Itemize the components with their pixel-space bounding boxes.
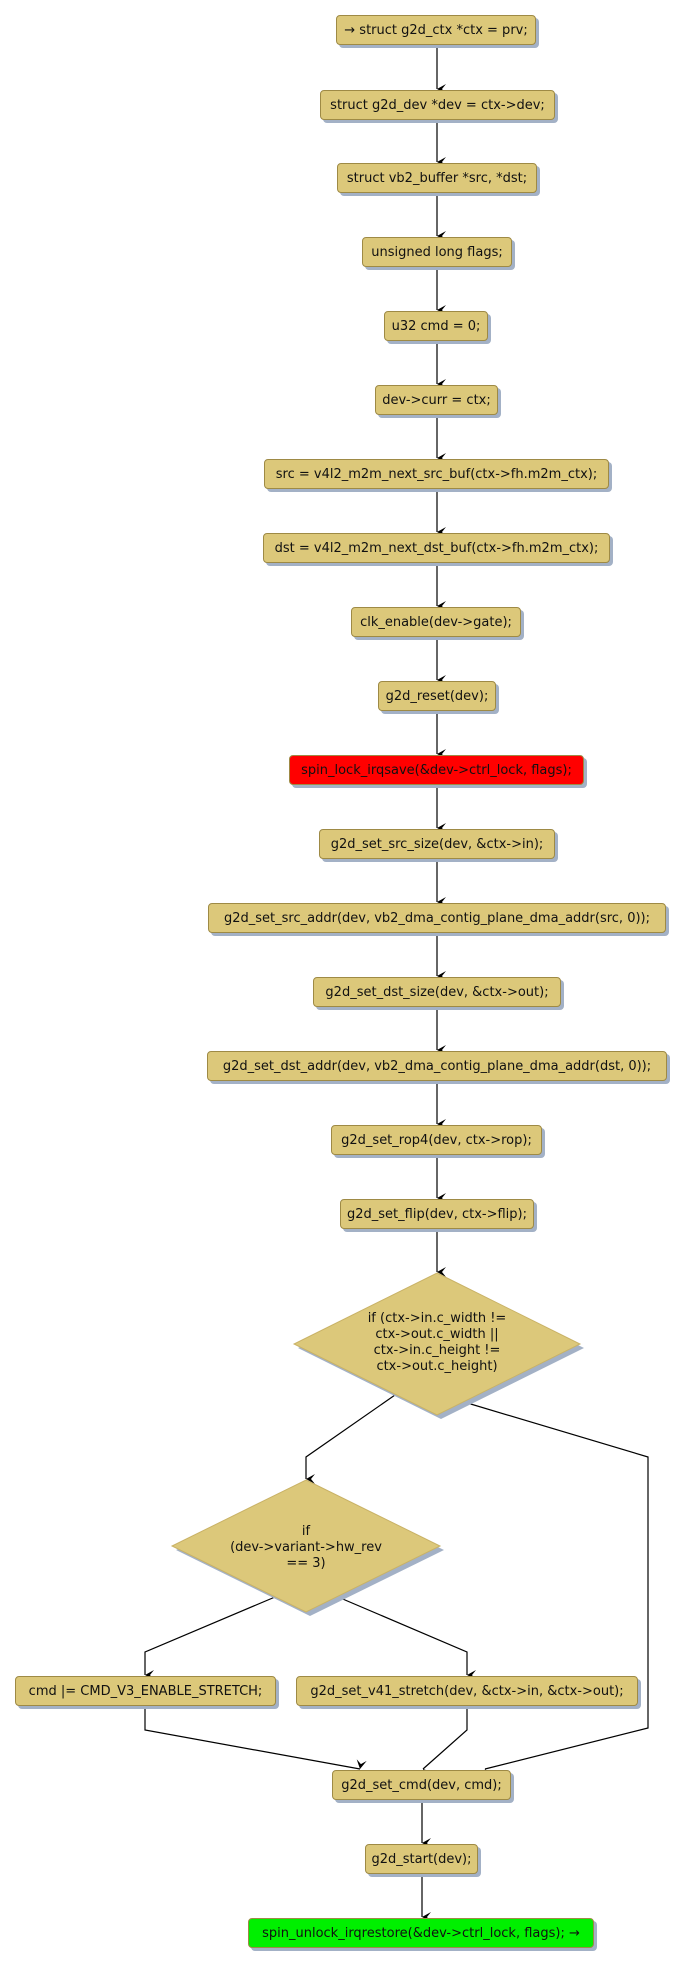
process-node[interactable]: g2d_set_v41_stretch(dev, &ctx->in, &ctx-… <box>296 1676 638 1706</box>
decision-line: if (ctx->in.c_width != <box>367 1311 507 1326</box>
edge-arrow <box>305 1394 396 1484</box>
process-node[interactable]: g2d_start(dev); <box>365 1844 478 1874</box>
process-node[interactable]: unsigned long flags; <box>362 237 512 267</box>
edges <box>144 45 649 1922</box>
process-node[interactable]: struct vb2_buffer *src, *dst; <box>337 163 537 193</box>
process-node[interactable]: g2d_set_dst_size(dev, &ctx->out); <box>313 977 561 1007</box>
decisions <box>170 1272 584 1616</box>
process-node[interactable]: clk_enable(dev->gate); <box>351 607 521 637</box>
decision-line: ctx->out.c_width || <box>375 1327 499 1342</box>
edge-arrow <box>463 1401 649 1779</box>
edge-arrow <box>422 1706 468 1780</box>
process-node[interactable]: src = v4l2_m2m_next_src_buf(ctx->fh.m2m_… <box>264 459 609 489</box>
process-node[interactable]: g2d_set_flip(dev, ctx->flip); <box>340 1199 534 1229</box>
process-node[interactable]: g2d_reset(dev); <box>378 681 496 711</box>
start-node[interactable]: → struct g2d_ctx *ctx = prv; <box>336 15 536 45</box>
process-node[interactable]: dev->curr = ctx; <box>375 385 498 415</box>
process-node[interactable]: g2d_set_src_addr(dev, vb2_dma_contig_pla… <box>208 903 666 933</box>
process-node[interactable]: g2d_set_rop4(dev, ctx->rop); <box>331 1125 542 1155</box>
edge-arrow <box>144 1596 276 1680</box>
decision-label: if (ctx->in.c_width != ctx->out.c_width … <box>368 1311 507 1375</box>
decision-line: ctx->out.c_height) <box>376 1359 498 1374</box>
process-node[interactable]: g2d_set_dst_addr(dev, vb2_dma_contig_pla… <box>207 1051 667 1081</box>
end-node-highlighted[interactable]: spin_unlock_irqrestore(&dev->ctrl_lock, … <box>248 1918 594 1948</box>
decision-line: if <box>301 1524 311 1539</box>
decision-line: (dev->variant->hw_rev <box>230 1540 382 1555</box>
decision-label: if (dev->variant->hw_rev == 3) <box>230 1524 382 1572</box>
process-node[interactable]: struct g2d_dev *dev = ctx->dev; <box>320 90 555 120</box>
edge-arrow <box>144 1706 367 1770</box>
process-node[interactable]: cmd |= CMD_V3_ENABLE_STRETCH; <box>15 1676 276 1706</box>
process-node[interactable]: dst = v4l2_m2m_next_dst_buf(ctx->fh.m2m_… <box>263 533 610 563</box>
decision-line: ctx->in.c_height != <box>373 1343 501 1358</box>
process-node[interactable]: g2d_set_src_size(dev, &ctx->in); <box>319 829 555 859</box>
edge-arrow <box>337 1596 476 1680</box>
process-node[interactable]: u32 cmd = 0; <box>384 311 488 341</box>
process-node[interactable]: g2d_set_cmd(dev, cmd); <box>332 1770 511 1800</box>
decision-size-mismatch[interactable] <box>292 1272 582 1416</box>
decision-line: == 3) <box>286 1556 326 1571</box>
decision-hw-rev[interactable] <box>170 1479 442 1613</box>
lock-node-highlighted[interactable]: spin_lock_irqsave(&dev->ctrl_lock, flags… <box>289 755 584 785</box>
